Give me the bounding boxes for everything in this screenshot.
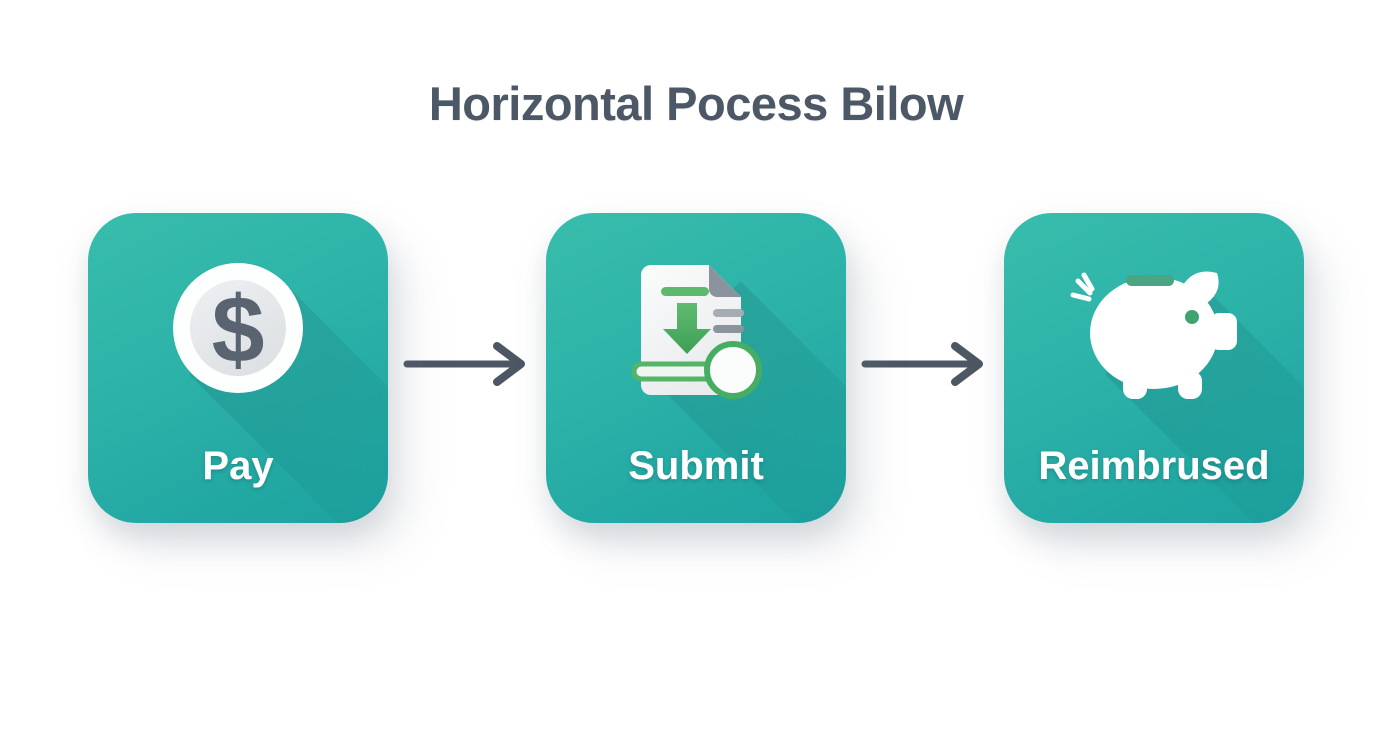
piggy-bank-icon <box>1004 258 1304 399</box>
step-card-pay: $ Pay <box>88 213 388 523</box>
arrow-right-icon <box>388 213 546 523</box>
step-label: Pay <box>202 444 274 488</box>
dollar-coin-icon: $ <box>88 258 388 398</box>
diagram-title: Horizontal Pocess Bilow <box>428 77 964 130</box>
process-flow-row: $ Pay <box>0 213 1392 523</box>
step-card-reimbrused: Reimbrused <box>1004 213 1304 523</box>
step-card-submit: Submit <box>546 213 846 523</box>
step-label: Reimbrused <box>1038 444 1270 488</box>
document-submit-icon <box>546 258 846 399</box>
arrow-right-icon <box>846 213 1004 523</box>
step-label: Submit <box>628 444 764 488</box>
svg-text:$: $ <box>212 277 265 383</box>
